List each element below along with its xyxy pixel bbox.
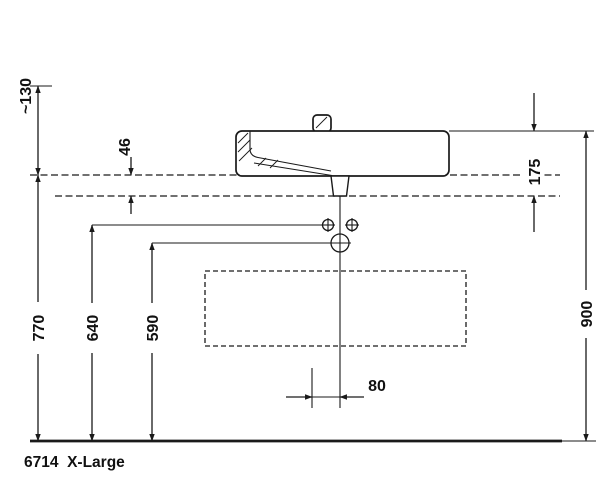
dim-label-640: 640	[85, 315, 102, 342]
dim-label-approx-130: ~130	[18, 78, 35, 114]
section-cut-block	[312, 114, 332, 133]
dimension-175: 175	[449, 93, 594, 232]
dim-label-590: 590	[145, 315, 162, 342]
dim-label-900: 900	[579, 301, 596, 328]
dimension-900: 900	[579, 130, 596, 442]
dim-label-46: 46	[117, 138, 134, 156]
drain-fitting	[92, 196, 359, 408]
model-number-label: 6714 X-Large	[24, 454, 125, 471]
dimension-46: 46	[117, 138, 134, 214]
dim-label-770: 770	[31, 315, 48, 342]
dimension-approx-130: ~130	[18, 78, 52, 176]
dimension-770: 770	[31, 174, 48, 442]
washbasin-section	[235, 114, 450, 197]
mounting-hole-small-right	[345, 218, 359, 232]
dimension-640: 640	[85, 224, 102, 442]
dimension-80: 80	[286, 368, 386, 408]
cabinet-clearance-box	[204, 270, 467, 347]
basin-body	[235, 130, 450, 177]
dim-label-175: 175	[527, 159, 544, 186]
dimension-590: 590	[145, 242, 162, 442]
drain-through-counter	[330, 175, 350, 197]
dim-label-80: 80	[368, 378, 386, 395]
countertop-lines	[30, 174, 560, 197]
drain-hole-large	[329, 233, 351, 253]
mounting-hole-small-left	[321, 218, 335, 232]
